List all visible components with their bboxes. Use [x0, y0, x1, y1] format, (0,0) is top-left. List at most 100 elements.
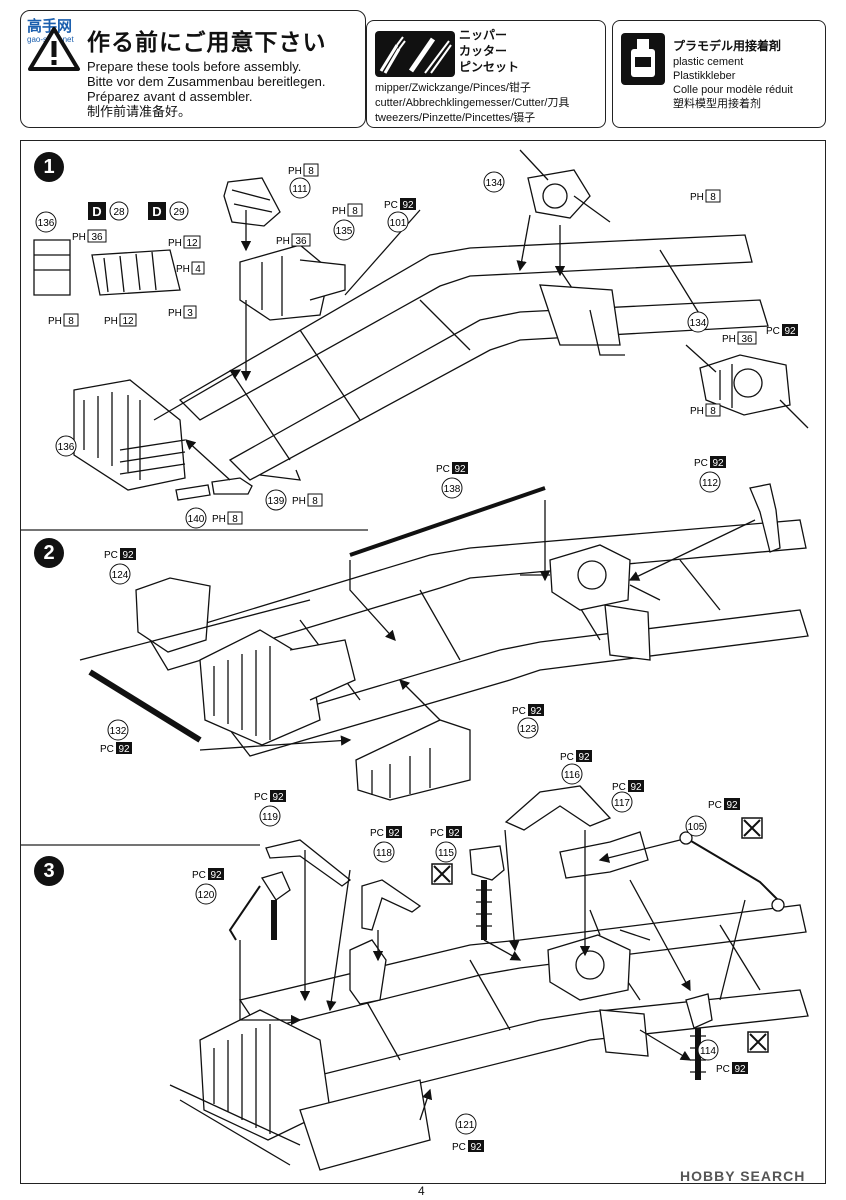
part-138-driveshaft — [349, 486, 546, 557]
assembly-frame — [20, 140, 826, 1184]
pc-tag: PC — [612, 782, 626, 793]
step1-engine-block — [73, 379, 186, 491]
ph-num: 8 — [312, 496, 318, 507]
ph-num: 8 — [710, 406, 716, 417]
ph-tag: PH — [332, 206, 346, 217]
cutter-jp: カッター — [459, 44, 508, 58]
part-123-drawing — [355, 719, 471, 801]
part-135-label: 135 — [336, 226, 353, 237]
pc-num: 92 — [784, 326, 796, 337]
part-callouts: 136 111 135 101 134 134 136 139 140 138 … — [35, 171, 721, 1135]
pc-num: 92 — [530, 706, 542, 717]
pc-tag: PC — [716, 1064, 730, 1075]
pc-tag: PC — [452, 1142, 466, 1153]
pc-num: 92 — [388, 828, 400, 839]
ph-num: 8 — [710, 192, 716, 203]
detail-rear-axle — [685, 344, 809, 429]
callout-120: 120 — [195, 883, 217, 905]
pc-num: 92 — [402, 200, 414, 211]
part-118-drawing — [361, 879, 422, 931]
pc-tag: PC — [436, 464, 450, 475]
page-title: 作る前にご用意下さい — [87, 30, 327, 56]
callout-139: 139 — [265, 489, 287, 511]
no-glue-icon-114 — [747, 1031, 769, 1053]
part-114-label: 114 — [700, 1046, 716, 1057]
cutter-line: cutter/Abbrechklingemesser/Cutter/刀具 — [375, 97, 570, 109]
d-part-29: 29 — [173, 207, 185, 218]
cement-bottle-icon — [621, 33, 665, 85]
d-part-28: 28 — [113, 207, 125, 218]
part-136-engine-label: 136 — [58, 442, 75, 453]
pc-num: 92 — [578, 752, 590, 763]
no-glue-icon-115 — [431, 863, 453, 885]
callout-134a: 134 — [483, 171, 505, 193]
part-123-label: 123 — [520, 724, 537, 735]
part-105-drawing — [685, 837, 779, 901]
step2-rear-axle — [520, 544, 661, 611]
part-116-drawing — [504, 785, 612, 831]
tools-box: ニッパー カッター ピンセット mipper/Zwickzange/Pinces… — [366, 20, 606, 128]
callout-112: 112 — [699, 471, 721, 493]
ph-num: 3 — [187, 308, 193, 319]
pc-tag: PC — [766, 326, 780, 337]
callout-135: 135 — [333, 219, 355, 241]
pc-tag: PC — [384, 200, 398, 211]
pc-num: 92 — [454, 464, 466, 475]
part-115-shock — [469, 845, 505, 940]
ph-num: 8 — [232, 514, 238, 525]
ph-num: 4 — [195, 264, 201, 275]
step1-transmission — [239, 244, 346, 321]
part-121-drawing — [349, 939, 387, 1005]
part-111-label: 111 — [292, 184, 308, 195]
tweezers-jp: ピンセット — [459, 60, 520, 74]
part-134-label: 134 — [486, 178, 503, 189]
page-number: 4 — [418, 1184, 425, 1198]
step3-rear-axle — [547, 909, 651, 1001]
step-2-marker: 2 — [34, 538, 64, 568]
pc-num: 92 — [726, 800, 738, 811]
callout-140: 140 — [185, 507, 207, 529]
part-118-label: 118 — [376, 848, 392, 859]
ph-num: 8 — [352, 206, 358, 217]
callout-118: 118 — [373, 841, 395, 863]
glue-tags: PH 8 PH 8 PH 36 PH 36 PH 12 PH 4 PH 3 PH… — [48, 163, 798, 1153]
part-116-label: 116 — [564, 770, 580, 781]
ph-num: 36 — [91, 232, 103, 243]
pc-num: 92 — [210, 870, 222, 881]
pc-tag: PC — [100, 744, 114, 755]
part-115-label: 115 — [438, 848, 454, 859]
prepare-line-fr: Préparez avant d assembler. — [87, 89, 253, 104]
part-117-drawing — [559, 831, 649, 879]
part-140-label: 140 — [188, 514, 205, 525]
tools-jp-names: ニッパー カッター ピンセット — [459, 27, 519, 75]
ph-num: 8 — [68, 316, 74, 327]
nipper-jp: ニッパー — [459, 28, 508, 42]
ph-tag: PH — [176, 264, 190, 275]
pc-num: 92 — [122, 550, 134, 561]
tweezers-line: tweezers/Pinzette/Pincettes/镊子 — [375, 112, 536, 124]
ph-tag: PH — [104, 316, 118, 327]
part-140-drawing — [175, 484, 211, 501]
step-1-marker: 1 — [34, 152, 64, 182]
nipper-line: mipper/Zwickzange/Pinces/钳子 — [375, 82, 531, 94]
cement-line-de: Plastikkleber — [673, 70, 736, 82]
ph-tag: PH — [288, 166, 302, 177]
part-120-label: 120 — [198, 890, 215, 901]
part-132-crossmember — [88, 669, 202, 743]
callout-136b: 136 — [55, 435, 77, 457]
part-134-detail-label: 134 — [690, 318, 707, 329]
part-112-drawing — [749, 483, 781, 553]
d-letter-1: D — [92, 204, 101, 219]
part-124-label: 124 — [112, 570, 129, 581]
ph-tag: PH — [168, 238, 182, 249]
ph-tag: PH — [690, 192, 704, 203]
callout-111: 111 — [289, 177, 311, 199]
pc-tag: PC — [370, 828, 384, 839]
ph-num: 36 — [741, 334, 753, 345]
part-117-label: 117 — [614, 798, 630, 809]
ph-tag: PH — [292, 496, 306, 507]
callout-124: 124 — [109, 563, 131, 585]
part-136-label: 136 — [38, 218, 55, 229]
no-glue-icons — [431, 817, 769, 1053]
prepare-line-de: Bitte vor dem Zusammenbau bereitlegen. — [87, 74, 326, 89]
